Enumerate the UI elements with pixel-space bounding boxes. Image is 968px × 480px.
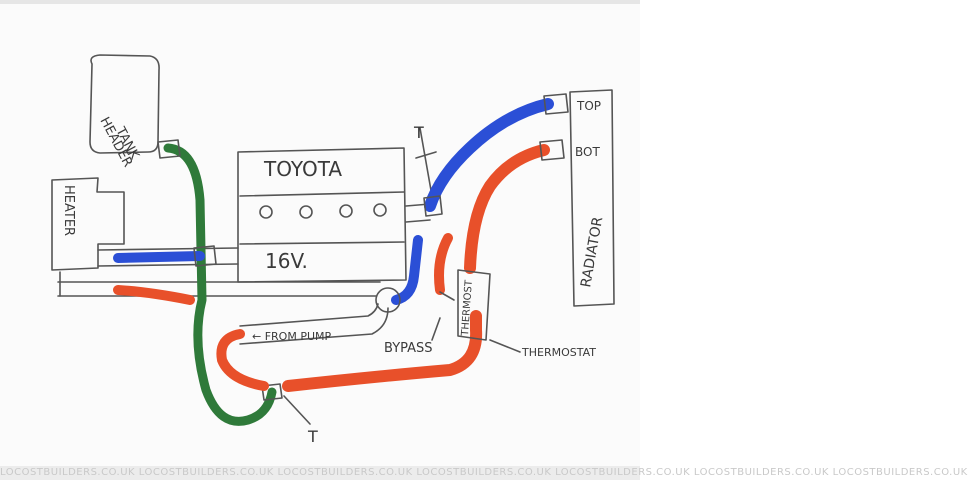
radiator-bot-label: BOT [575, 145, 600, 159]
bypass-pipe [439, 291, 455, 301]
thermostat-inline-label: THERMOST [460, 279, 475, 337]
cold-hoses [113, 93, 569, 305]
radiator-label: RADIATOR [578, 215, 606, 288]
bypass-label: BYPASS [384, 341, 433, 356]
heater: HEATER [51, 177, 125, 271]
watermark: LOCOSTBUILDERS.CO.UK LOCOSTBUILDERS.CO.U… [0, 466, 968, 480]
top-border [0, 0, 640, 4]
water-pump [375, 287, 401, 313]
outline-hoses [57, 127, 437, 345]
engine-block: TOYOTA 16V. [237, 147, 407, 283]
diagram-canvas: HEADER TANK HEATER TOYOTA 16V. RADIATOR … [51, 54, 615, 446]
header-tank-pipe [157, 139, 283, 426]
tee-bottom-label: T [307, 427, 318, 446]
header-tank: HEADER TANK [89, 54, 160, 170]
radiator: RADIATOR TOP BOT [569, 89, 615, 307]
engine-spec-label: 16V. [265, 249, 308, 273]
thermostat-housing: THERMOST [457, 269, 491, 341]
radiator-top-label: TOP [576, 99, 601, 113]
engine-brand-label: TOYOTA [263, 157, 342, 181]
from-pump-label: ← FROM PUMP [252, 330, 332, 343]
tee-top-label: T [413, 123, 424, 142]
thermostat-label: THERMOSTAT [521, 346, 596, 359]
hot-hoses [113, 139, 565, 392]
heater-label: HEATER [61, 185, 76, 236]
annotations: ← FROM PUMP BYPASS THERMOSTAT T T [252, 123, 596, 446]
